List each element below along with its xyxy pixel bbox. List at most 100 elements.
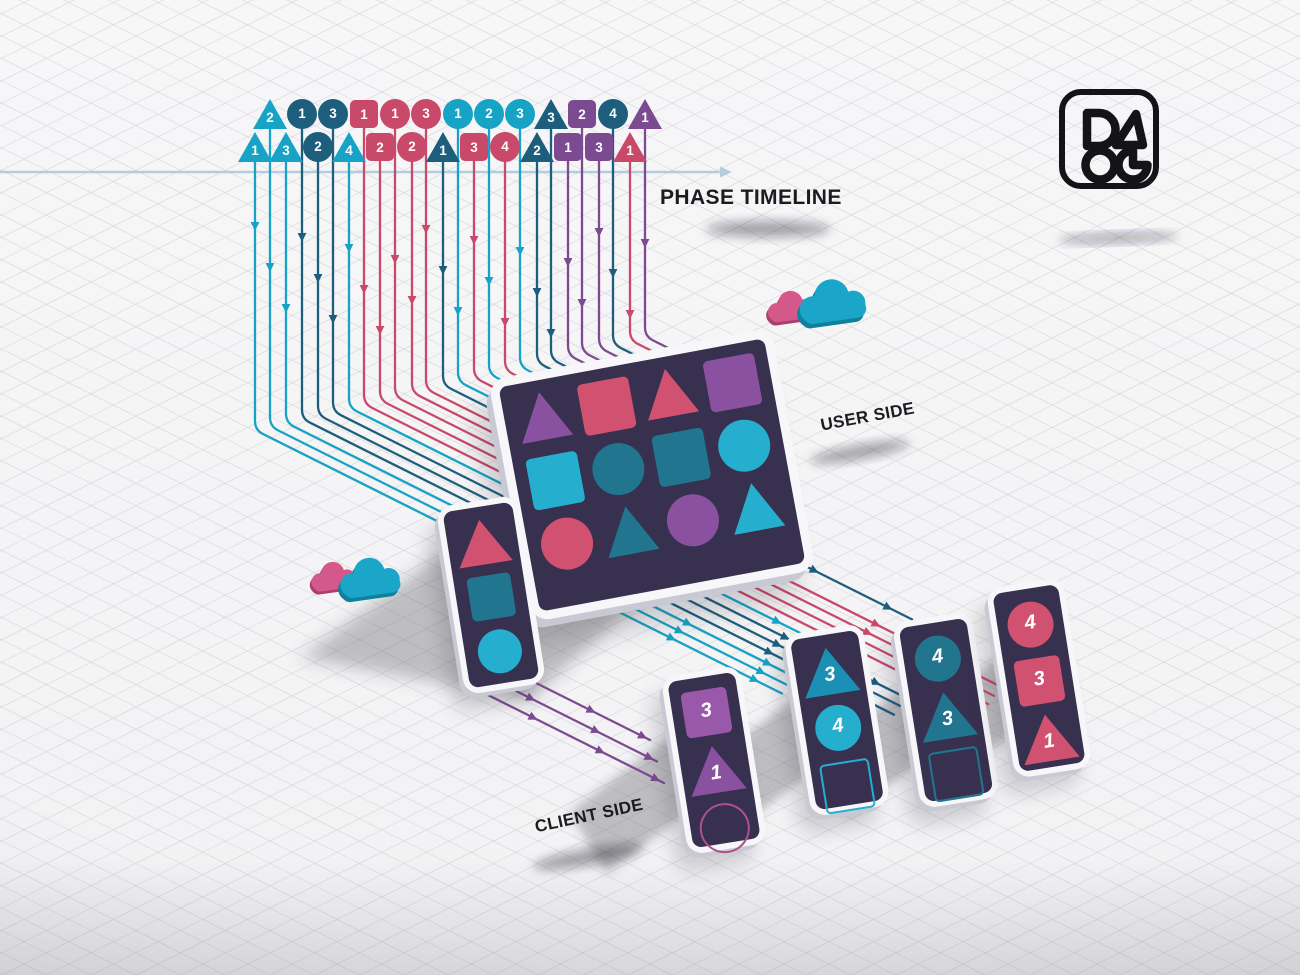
circle-shape: 4 [811, 701, 865, 755]
shape-number: 2 [485, 105, 493, 121]
timeline-marker: 3 [585, 133, 613, 161]
user-tablet [487, 327, 817, 623]
timeline-marker: 1 [350, 100, 378, 128]
shape-number: 3 [422, 105, 430, 121]
timeline-arrowhead-icon [720, 166, 732, 178]
flow-arrowhead-icon [771, 638, 782, 647]
shape-number: 4 [830, 714, 846, 738]
shape-number: 1 [251, 143, 259, 158]
shape-number: 1 [564, 139, 572, 155]
timeline-marker: 3 [505, 99, 535, 129]
label-shadow [706, 221, 830, 237]
logo-pac-icon [1114, 146, 1152, 184]
flow-arrowhead-icon [640, 239, 650, 248]
shape-number: 1 [626, 143, 634, 158]
triangle-shape: 3 [798, 644, 861, 699]
flow-arrowhead-icon [682, 617, 693, 626]
square-shape: 3 [680, 686, 733, 739]
circle-shape [474, 626, 526, 677]
timeline-marker: 4 [332, 132, 366, 162]
flow-arrowhead-icon [870, 618, 881, 627]
logo-frame [1059, 89, 1159, 189]
shape-number: 4 [609, 105, 617, 121]
circle-shape [696, 799, 754, 857]
flow-arrowhead-icon [484, 277, 494, 286]
flow-arrowhead-icon [438, 266, 448, 275]
flow-arrowhead-icon [771, 615, 782, 624]
timeline-marker: 1 [613, 132, 647, 162]
timeline-marker: 4 [490, 132, 520, 162]
circle-shape [588, 438, 649, 500]
flow-arrowhead-icon [421, 225, 431, 234]
flow-arrowhead-icon [637, 730, 648, 739]
square-shape [818, 757, 877, 815]
circle-shape: 4 [911, 632, 965, 685]
square-shape [576, 375, 637, 437]
flow-arrowhead-icon [590, 725, 601, 734]
flow-arrowhead-icon [532, 288, 542, 297]
triangle-shape [600, 502, 660, 559]
flow-arrowhead-icon [297, 233, 307, 242]
timeline-marker: 2 [397, 132, 427, 162]
shape-number: 1 [391, 105, 399, 121]
timeline-marker: 1 [426, 132, 460, 162]
cloud-icon [797, 279, 867, 329]
label-shadow [533, 844, 643, 870]
circle-shape [536, 513, 598, 574]
timeline-marker: 3 [318, 99, 348, 129]
logo-circle-icon [1081, 146, 1119, 184]
flow-arrowhead-icon [515, 247, 525, 256]
triangle-shape [452, 516, 512, 569]
flow-arrowhead-icon [762, 657, 773, 666]
timeline-marker: 2 [474, 99, 504, 129]
shape-number: 1 [439, 143, 447, 158]
flow-arrowhead-icon [250, 222, 260, 231]
shape-number: 4 [930, 644, 945, 669]
flow-arrowhead-icon [608, 269, 618, 278]
logo-d-shape-icon [1082, 108, 1120, 151]
shape-number: 3 [595, 139, 603, 155]
flow-arrowhead-icon [527, 711, 538, 720]
shape-number: 2 [408, 138, 416, 154]
flow-arrowhead-icon [625, 310, 635, 319]
shape-number: 1 [708, 761, 724, 785]
timeline-marker: 1 [554, 133, 582, 161]
phase-timeline-label: PHASE TIMELINE [660, 186, 842, 209]
flow-arrowhead-icon [577, 299, 587, 308]
triangle-shape [726, 478, 786, 535]
flow-arrowhead-icon [643, 751, 654, 760]
shape-number: 3 [470, 139, 478, 155]
shape-number: 3 [516, 105, 524, 121]
shape-number: 1 [1041, 729, 1057, 753]
user-tablet-screen [498, 338, 806, 612]
shape-number: 2 [314, 138, 322, 154]
square-shape [927, 745, 985, 803]
flow-arrowhead-icon [469, 236, 479, 245]
flow-arrowhead-icon [344, 244, 354, 253]
shape-number: 1 [298, 105, 306, 121]
triangle-shape: 1 [684, 742, 747, 797]
user-side-label: USER SIDE [818, 398, 917, 435]
shape-number: 3 [329, 105, 337, 121]
timeline-marker: 1 [443, 99, 473, 129]
timeline-marker: 2 [568, 100, 596, 128]
timeline-marker: 3 [534, 99, 568, 129]
circle-shape: 4 [1004, 598, 1057, 651]
brand-logo [1059, 89, 1159, 189]
cloud-icon [338, 557, 401, 603]
flow-arrowhead-icon [673, 625, 684, 634]
flow-arrowhead-icon [265, 263, 275, 272]
logo-triangle-icon [1111, 109, 1148, 150]
timeline-marker: 1 [287, 99, 317, 129]
timeline-marker: 3 [460, 133, 488, 161]
square-shape [525, 450, 586, 511]
square-shape [702, 352, 763, 414]
shape-number: 1 [360, 106, 368, 122]
timeline-marker: 1 [380, 99, 410, 129]
flow-arrowhead-icon [390, 255, 400, 264]
